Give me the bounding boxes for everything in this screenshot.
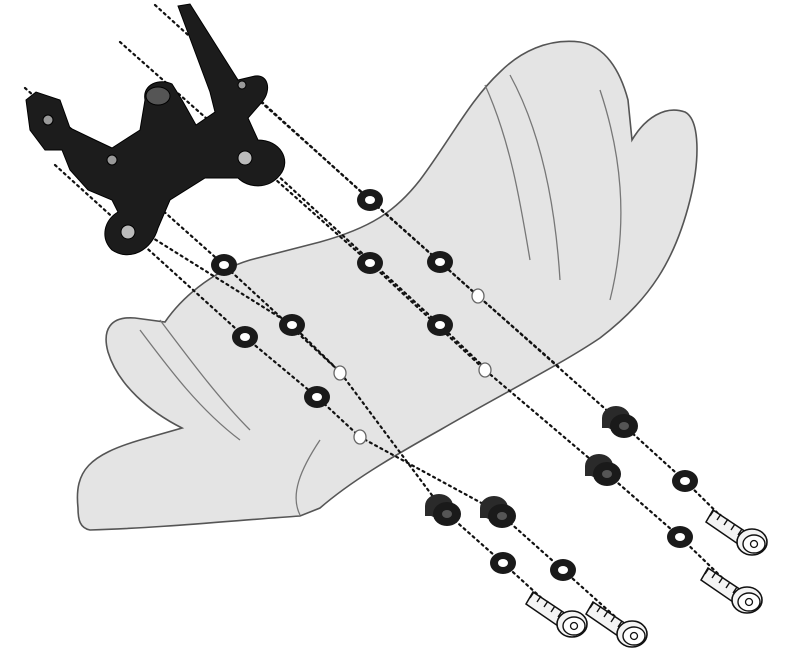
bolt: [700, 567, 763, 614]
washer: [232, 326, 258, 348]
washer: [211, 254, 237, 276]
mounting-hole: [333, 365, 347, 381]
washer: [672, 470, 698, 492]
mounting-hole: [353, 429, 367, 445]
bolt: [585, 601, 648, 648]
spacer: [480, 496, 516, 528]
spacers: [425, 406, 638, 528]
spacer: [425, 494, 461, 526]
mounting-hole: [471, 288, 485, 304]
washer: [357, 252, 383, 274]
washer: [427, 314, 453, 336]
spacer: [585, 454, 621, 486]
washer: [550, 559, 576, 581]
bolt: [705, 509, 768, 556]
mounting-bracket: [25, 3, 286, 256]
mounting-hole: [478, 362, 492, 378]
windscreen-contour-lines: [139, 74, 622, 516]
washer: [667, 526, 693, 548]
windscreen: [76, 40, 698, 531]
washer: [427, 251, 453, 273]
washer: [279, 314, 305, 336]
bolt: [525, 591, 588, 638]
washer: [490, 552, 516, 574]
spacer: [602, 406, 638, 438]
washer: [304, 386, 330, 408]
washer: [357, 189, 383, 211]
